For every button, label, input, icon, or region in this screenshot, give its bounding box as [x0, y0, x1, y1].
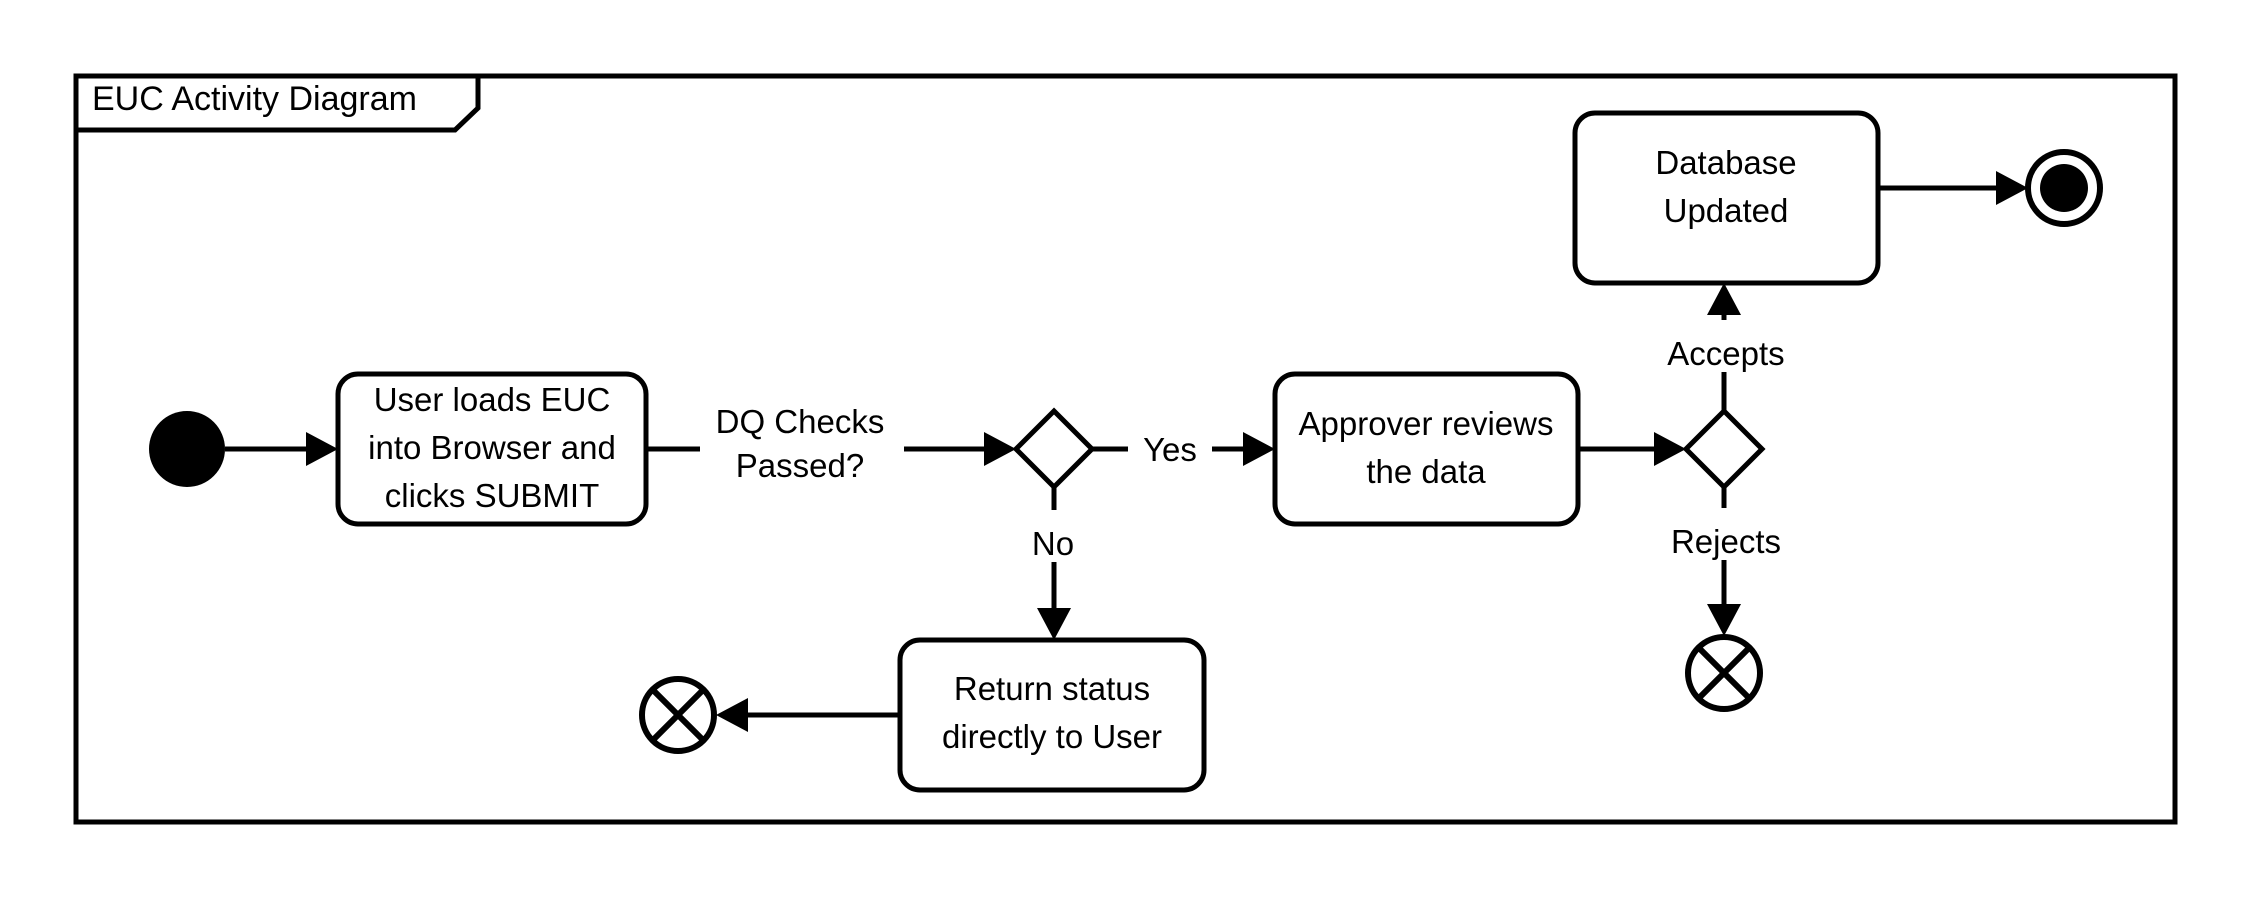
action-label-line2: into Browser and	[368, 429, 616, 466]
initial-node-circle[interactable]	[149, 411, 225, 487]
edge-dq-no-to-return-status: No	[1020, 487, 1088, 640]
arrow-head-icon	[1654, 432, 1686, 466]
action-label-line2: Updated	[1664, 192, 1789, 229]
flow-final-node-reject[interactable]	[1685, 634, 1763, 712]
action-label-line1: Database	[1655, 144, 1796, 181]
action-label-line3: clicks SUBMIT	[385, 477, 600, 514]
activity-final-node[interactable]	[2025, 149, 2103, 227]
arrow-head-icon	[1707, 604, 1741, 636]
arrow-head-icon	[1037, 608, 1071, 640]
arrow-head-icon	[306, 432, 338, 466]
action-node-shape[interactable]	[1572, 110, 1881, 286]
frame-title-label: EUC Activity Diagram	[92, 80, 417, 118]
edge-label-accepts: Accepts	[1667, 335, 1784, 372]
decision-node-dq-checks[interactable]	[1012, 407, 1096, 491]
action-label-line2: directly to User	[942, 718, 1162, 755]
arrow-head-icon	[1996, 171, 2028, 205]
activity-final-inner-disc	[2040, 164, 2088, 212]
flow-final-cross-icon	[1696, 645, 1752, 701]
arrow-head-icon	[984, 432, 1016, 466]
edge-label-yes: Yes	[1143, 431, 1197, 468]
edge-label-rejects: Rejects	[1671, 523, 1781, 560]
edge-submit-to-dq-decision: DQ Checks Passed?	[646, 398, 1016, 498]
edge-label-backdrop	[1020, 510, 1088, 562]
frame-title-tab	[73, 73, 481, 133]
action-node-return-status[interactable]: Return status directly to User	[897, 637, 1207, 793]
frame-border	[73, 73, 2178, 825]
edge-label-dq-line2: Passed?	[736, 447, 864, 484]
edge-label-backdrop	[1652, 508, 1800, 560]
flow-final-cross-icon	[650, 687, 706, 743]
edge-label-backdrop	[1128, 424, 1212, 474]
action-node-database-updated[interactable]: Database Updated	[1572, 110, 1881, 286]
edge-approver-to-approval-decision	[1578, 432, 1686, 466]
action-label-line1: User loads EUC	[374, 381, 611, 418]
action-label-line2: the data	[1366, 453, 1486, 490]
decision-node-diamond[interactable]	[1682, 407, 1766, 491]
action-label-line1: Approver reviews	[1299, 405, 1554, 442]
edge-return-status-to-flow-final	[716, 698, 900, 732]
action-node-approver-reviews[interactable]: Approver reviews the data	[1272, 371, 1581, 527]
edge-approval-accepts-to-database: Accepts	[1652, 283, 1800, 411]
arrow-head-icon	[1243, 432, 1275, 466]
edge-approval-rejects-to-flow-final: Rejects	[1652, 487, 1800, 636]
action-node-shape[interactable]	[897, 637, 1207, 793]
edge-dq-yes-to-approver: Yes	[1092, 424, 1275, 474]
action-label-line1: Return status	[954, 670, 1150, 707]
action-node-user-loads-euc[interactable]: User loads EUC into Browser and clicks S…	[335, 371, 649, 527]
initial-node[interactable]	[149, 411, 225, 487]
edge-label-dq-line1: DQ Checks	[716, 403, 885, 440]
flow-final-node-return[interactable]	[639, 676, 717, 754]
edge-database-to-final	[1878, 171, 2028, 205]
arrow-head-icon	[1707, 283, 1741, 315]
decision-node-approval[interactable]	[1682, 407, 1766, 491]
arrow-head-icon	[716, 698, 748, 732]
action-node-shape[interactable]	[1272, 371, 1581, 527]
edge-label-backdrop	[700, 398, 904, 498]
diagram-frame: EUC Activity Diagram	[73, 73, 2178, 825]
decision-node-diamond[interactable]	[1012, 407, 1096, 491]
edge-label-no: No	[1032, 525, 1074, 562]
edge-label-backdrop	[1652, 320, 1800, 372]
edge-initial-to-submit	[225, 432, 338, 466]
